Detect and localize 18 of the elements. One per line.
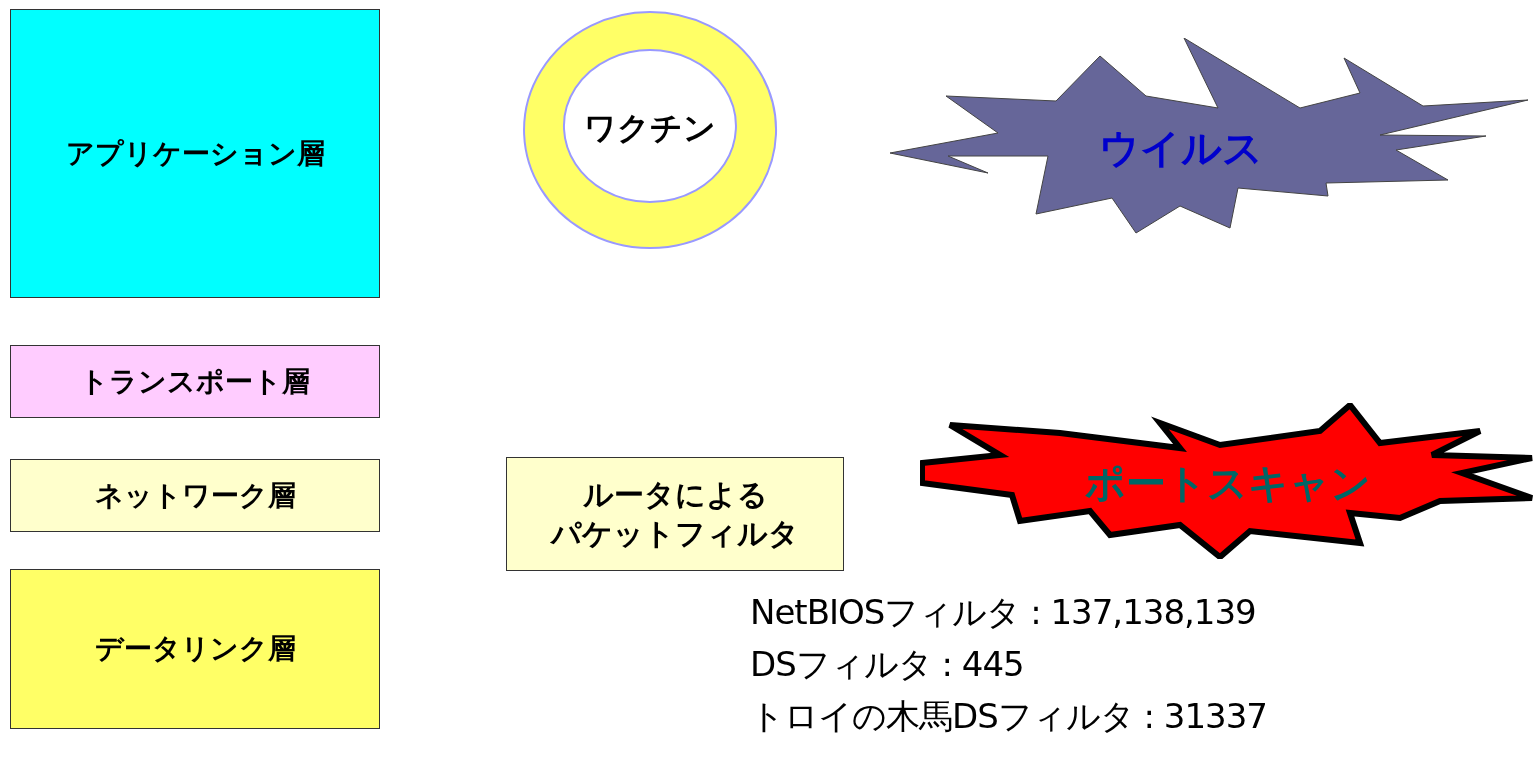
layer-box: [10, 345, 380, 418]
layer-label: データリンク層: [94, 631, 296, 667]
starburst-shape: [920, 403, 1536, 559]
layer-label: ネットワーク層: [94, 477, 296, 514]
filter-label: ルータによるパケットフィルタ: [549, 476, 800, 553]
filter-port-note: トロイの木馬DSフィルタ : 31337: [750, 695, 1267, 738]
filter-box: [506, 457, 844, 571]
layer-label: トランスポート層: [80, 363, 310, 400]
filter-port-note: DSフィルタ : 445: [750, 643, 1025, 686]
ring-label: ワクチン: [584, 108, 716, 149]
filter-port-note: NetBIOSフィルタ : 137,138,139: [750, 591, 1257, 634]
layer-label: アプリケーション層: [65, 135, 325, 172]
starburst-label: ポートスキャン: [1085, 459, 1371, 508]
layer-box: [10, 9, 380, 298]
ring-shape: [522, 10, 778, 250]
layer-box: [10, 569, 380, 729]
starburst-label: ウイルス: [1099, 124, 1263, 173]
layer-box: [10, 459, 380, 532]
